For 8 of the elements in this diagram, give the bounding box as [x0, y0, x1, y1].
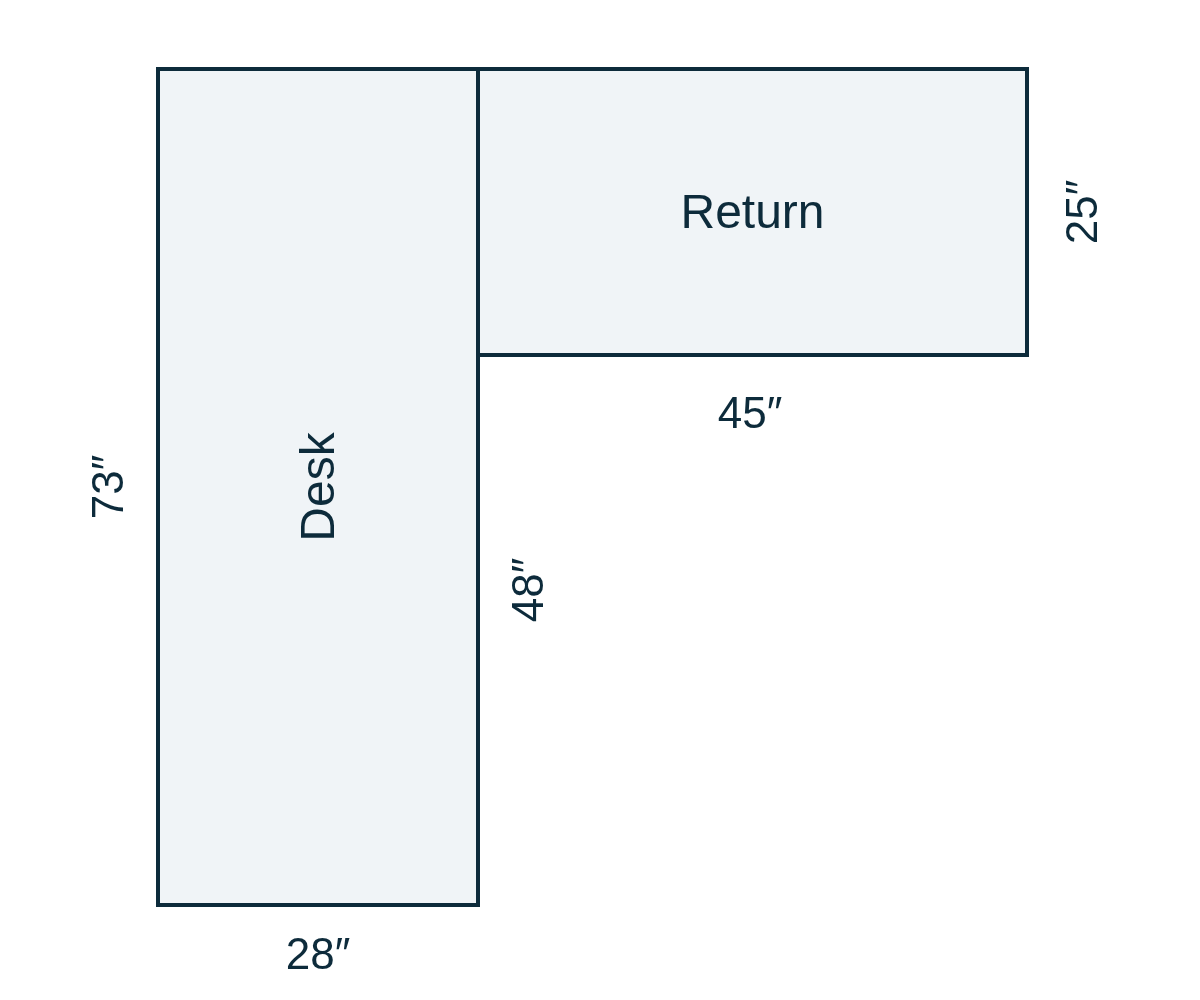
section-label: Desk — [294, 432, 342, 542]
section-label: Return — [680, 188, 825, 236]
dimension-label: 48″ — [506, 557, 550, 623]
dimension-label: 28″ — [285, 932, 351, 976]
desk-top-outline — [156, 67, 480, 907]
dimension-label: 25″ — [1060, 179, 1104, 245]
dimension-label: 73″ — [86, 454, 130, 520]
dimension-label: 45″ — [717, 391, 783, 435]
